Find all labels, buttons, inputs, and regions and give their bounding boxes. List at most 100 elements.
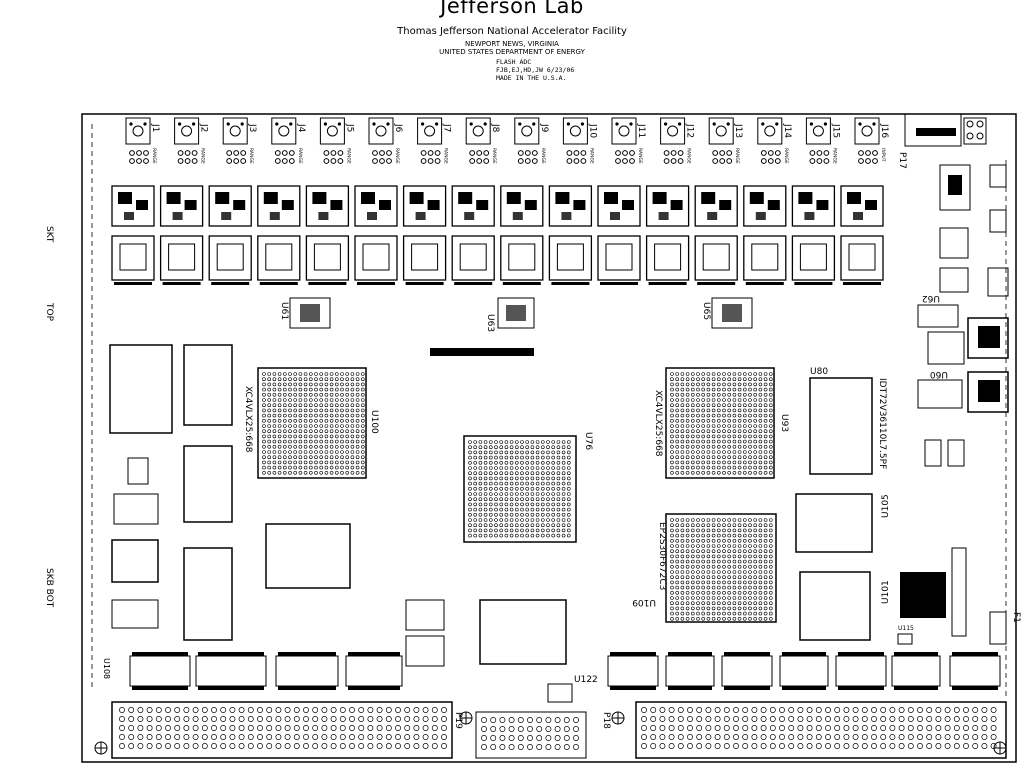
- amplifier-cluster: [500, 185, 544, 227]
- bga-ball: [514, 497, 519, 502]
- p18-pin: [953, 743, 960, 749]
- bga-ball: [329, 372, 334, 376]
- p19-pin: [229, 707, 236, 713]
- p19-pin: [257, 707, 263, 713]
- range-jumper-pin: [379, 150, 385, 156]
- p19-pin: [358, 707, 365, 713]
- bga-ball: [520, 512, 524, 517]
- bga-ball: [680, 418, 685, 423]
- bga-ball: [732, 564, 737, 569]
- bga-ball: [494, 471, 498, 476]
- p18-pin: [926, 725, 933, 731]
- bga-ball: [748, 450, 752, 454]
- bga-ball: [483, 528, 488, 533]
- bga-ball: [706, 596, 711, 600]
- bga-ball: [303, 403, 308, 408]
- p18-pin: [898, 707, 905, 713]
- u100-bga: [257, 367, 367, 479]
- center-connector-pin: [545, 744, 552, 750]
- bga-ball: [742, 398, 747, 402]
- bga-ball: [329, 398, 334, 402]
- input-channel-row: J1RANGEJ2RANGEJ3RANGEJ4RANGEJ5RANGEJ6RAN…: [125, 117, 889, 164]
- adc-channel-block: [791, 185, 836, 285]
- bga-ball: [272, 418, 277, 423]
- bga-ball: [468, 528, 472, 533]
- bga-ball: [520, 518, 524, 522]
- adc-pin-row: [697, 282, 736, 285]
- bga-ball: [701, 403, 706, 408]
- bga-ball: [504, 460, 509, 465]
- center-connector-pin: [481, 735, 487, 741]
- bga-ball: [556, 528, 561, 533]
- u60-package: [917, 379, 963, 409]
- bga-ball: [727, 544, 732, 548]
- bga-ball: [535, 440, 540, 444]
- u109-part-label: EP2S30F672C3: [657, 522, 667, 590]
- bga-ball: [303, 424, 308, 428]
- bga-ball: [690, 408, 695, 413]
- bga-ball: [732, 544, 737, 548]
- bga-ball: [360, 465, 365, 470]
- bga-ball: [768, 518, 773, 522]
- bga-ball: [737, 606, 742, 611]
- bga-ball: [345, 403, 350, 408]
- bga-ball: [753, 549, 758, 554]
- bga-ball: [753, 418, 758, 423]
- p18-pin: [889, 725, 896, 731]
- bga-ball: [340, 429, 344, 434]
- p19-pin: [238, 707, 245, 713]
- bga-ball: [314, 377, 318, 382]
- bga-ball: [696, 392, 700, 397]
- bga-ball: [716, 596, 721, 600]
- bga-ball: [737, 418, 742, 423]
- bga-ball: [478, 507, 483, 512]
- bga-ball: [675, 429, 680, 434]
- sma-center-pin: [472, 125, 484, 137]
- bga-ball: [303, 408, 308, 413]
- bga-ball: [360, 444, 365, 449]
- bga-ball: [561, 481, 566, 486]
- bga-ball: [556, 466, 561, 470]
- bga-ball: [690, 382, 695, 387]
- bga-ball: [670, 434, 674, 439]
- bga-ball: [566, 455, 571, 460]
- p18-pin: [880, 725, 887, 731]
- bga-ball: [319, 398, 324, 402]
- bga-ball: [753, 518, 758, 522]
- p18-pin: [825, 707, 831, 713]
- bga-ball: [303, 444, 308, 449]
- bga-ball: [763, 413, 768, 418]
- bga-ball: [267, 392, 272, 397]
- bga-ball: [696, 549, 700, 554]
- p19-pin: [192, 743, 199, 749]
- bga-ball: [753, 372, 758, 376]
- bga-ball: [711, 444, 716, 449]
- bga-ball: [267, 429, 272, 434]
- bga-ball: [696, 460, 700, 465]
- bga-ball: [722, 372, 726, 376]
- bga-ball: [737, 585, 742, 590]
- bga-ball: [329, 382, 334, 387]
- p18-pin: [696, 716, 703, 722]
- range-jumper-pin: [330, 150, 337, 156]
- bga-ball: [758, 408, 763, 413]
- bga-ball: [685, 382, 690, 387]
- p19-pin: [146, 707, 153, 713]
- range-jumper-pin: [288, 150, 295, 156]
- bga-ball: [319, 424, 324, 428]
- sma-center-pin: [715, 125, 727, 137]
- bga-ball: [303, 439, 308, 444]
- driver-pin-row: [610, 686, 656, 690]
- voltage-regulator-2: [967, 371, 1009, 413]
- sma-connector: [465, 117, 491, 145]
- bga-ball: [514, 502, 519, 507]
- p18-pin: [659, 725, 666, 731]
- bga-ball: [768, 549, 773, 554]
- bga-ball: [473, 471, 478, 476]
- range-jumper-pin: [865, 150, 871, 156]
- bga-ball: [267, 460, 272, 465]
- bga-ball: [732, 392, 737, 397]
- bga-ball: [360, 377, 365, 382]
- bga-ball: [314, 392, 318, 397]
- bga-ball: [340, 398, 344, 402]
